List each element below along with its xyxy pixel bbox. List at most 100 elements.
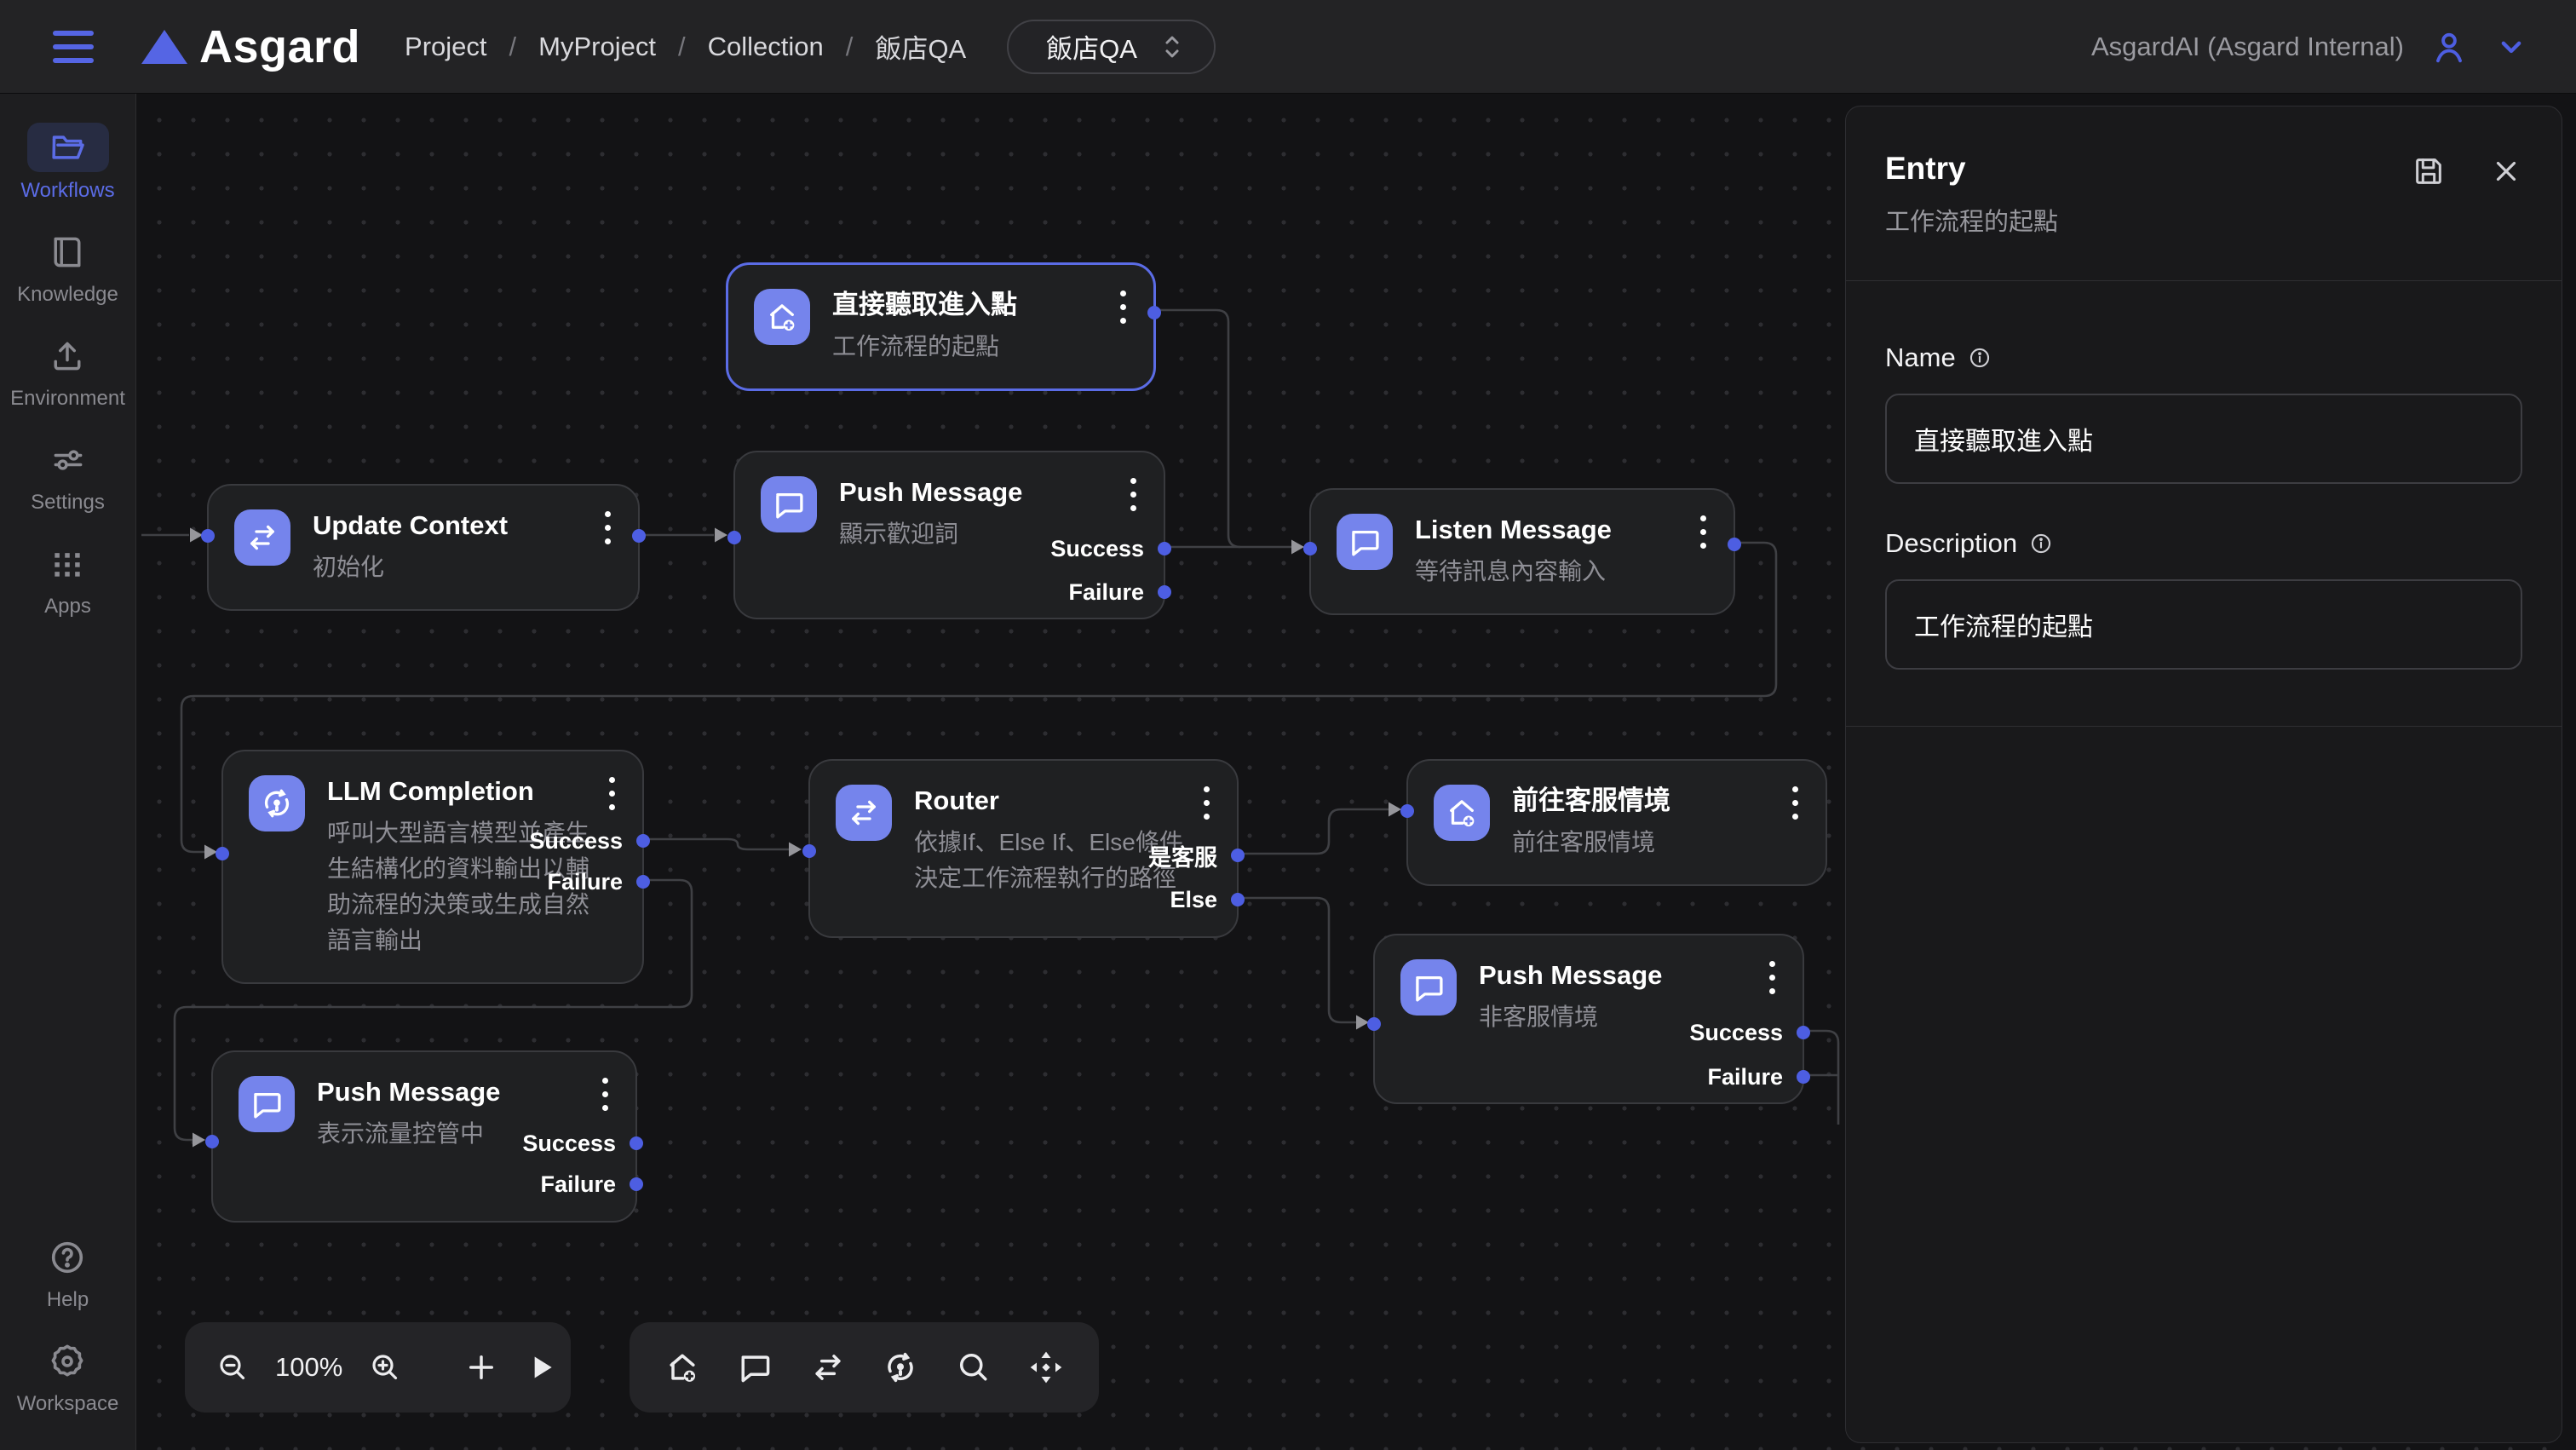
canvas-viewport: 直接聽取進入點 工作流程的起點 Update Context 初始化 [137,95,2576,1450]
node-router[interactable]: Router 依據If、Else If、Else條件決定工作流程執行的路徑 是客… [802,759,1245,938]
breadcrumb-myproject[interactable]: MyProject [538,31,656,61]
sidebar-item-apps[interactable]: Apps [44,540,91,619]
node-menu-kebab-icon[interactable] [1769,961,1775,994]
chevron-down-icon[interactable] [2494,30,2528,64]
output-port[interactable] [1158,542,1171,555]
account-label: AsgardAI (Asgard Internal) [2090,31,2404,61]
output-port[interactable] [1797,1026,1810,1039]
sidebar-item-workspace[interactable]: Workspace [17,1338,118,1416]
node-menu-kebab-icon[interactable] [1792,786,1798,820]
output-port[interactable] [1728,538,1741,551]
output-label: Failure [540,1171,616,1197]
breadcrumb-collection[interactable]: Collection [707,31,824,61]
output-port[interactable] [630,1136,643,1150]
node-title: 前往客服情境 [1512,785,1670,815]
panel-title: Entry [1885,151,1966,186]
node-menu-kebab-icon[interactable] [1700,515,1706,549]
node-menu-kebab-icon[interactable] [1130,478,1136,511]
close-icon[interactable] [2490,154,2522,188]
node-llm-completion[interactable]: LLM Completion 呼叫大型語言模型並產生生結構化的資料輸出以輔助流程… [216,750,650,984]
node-description: 呼叫大型語言模型並產生生結構化的資料輸出以輔助流程的決策或生成自然語言輸出 [327,819,590,953]
user-icon[interactable] [2429,27,2469,66]
input-port[interactable] [727,531,741,544]
chat-bubble-icon[interactable] [736,1349,773,1386]
input-port[interactable] [1303,542,1317,555]
swap-arrows-icon[interactable] [809,1349,847,1386]
name-field-group: Name [1885,342,2522,484]
sidebar-item-environment[interactable]: Environment [10,332,125,411]
name-label: Name [1885,342,2522,373]
output-port[interactable] [1231,893,1245,906]
output-row-failure[interactable]: Failure [1068,578,1171,606]
sidebar-item-label: Apps [44,595,91,618]
save-icon[interactable] [2412,154,2446,188]
move-icon[interactable] [1027,1349,1065,1386]
input-port[interactable] [1400,804,1414,818]
node-push-message-welcome[interactable]: Push Message 顯示歡迎詞 Success Failure [727,451,1171,619]
zoom-in-icon[interactable] [368,1350,402,1384]
node-menu-kebab-icon[interactable] [605,511,611,544]
output-port[interactable] [1147,306,1161,319]
node-update-context[interactable]: Update Context 初始化 [201,484,646,611]
panel-divider [1846,726,2562,727]
input-port[interactable] [201,529,215,543]
output-row-failure[interactable]: Failure [547,868,650,895]
node-menu-kebab-icon[interactable] [609,777,615,810]
output-row-else[interactable]: Else [1170,886,1245,913]
workflow-selector[interactable]: 飯店QA [1007,19,1216,74]
llm-bulb-refresh-icon[interactable] [882,1349,919,1386]
add-node-icon[interactable] [463,1349,499,1385]
breadcrumb-workflow[interactable]: 飯店QA [875,34,967,64]
sidebar-item-label: Knowledge [17,283,118,306]
output-port[interactable] [630,1177,643,1191]
node-entry[interactable]: 直接聽取進入點 工作流程的起點 [726,262,1161,391]
output-port[interactable] [1797,1070,1810,1084]
output-row-success[interactable]: Success [529,827,650,854]
output-port[interactable] [1158,585,1171,599]
node-goto-service[interactable]: 前往客服情境 前往客服情境 [1400,759,1827,886]
run-workflow-icon[interactable] [525,1350,559,1384]
output-port[interactable] [636,834,650,848]
node-push-message-ratelimit[interactable]: Push Message 表示流量控管中 Success Failure [205,1050,643,1223]
app-logo[interactable]: Asgard [141,20,360,73]
output-row-success[interactable]: Success [1050,535,1171,562]
node-listen-message[interactable]: Listen Message 等待訊息內容輸入 [1303,488,1741,615]
output-port[interactable] [1231,849,1245,862]
node-description: 顯示歡迎詞 [839,520,959,547]
swap-arrows-icon [836,785,892,841]
output-row-success[interactable]: Success [522,1130,643,1157]
input-port[interactable] [216,847,229,860]
input-port[interactable] [1367,1017,1381,1031]
entry-house-plus-icon[interactable] [664,1349,701,1386]
sidebar-item-knowledge[interactable]: Knowledge [17,228,118,307]
chat-bubble-icon [761,476,817,532]
sidebar-item-settings[interactable]: Settings [31,436,105,515]
output-label: 是客服 [1148,844,1217,871]
node-menu-kebab-icon[interactable] [1120,291,1126,324]
output-port[interactable] [636,875,650,889]
description-input[interactable] [1885,579,2522,670]
node-menu-kebab-icon[interactable] [602,1078,608,1111]
sidebar-item-help[interactable]: Help [47,1234,89,1312]
node-push-message-noservice[interactable]: Push Message 非客服情境 Success Failure [1367,934,1810,1104]
input-port[interactable] [205,1135,219,1148]
topbar: Asgard Project / MyProject / Collection … [0,0,2576,94]
output-row-failure[interactable]: Failure [540,1171,643,1198]
description-label: Description [1885,528,2522,559]
hamburger-menu-icon[interactable] [53,30,94,63]
node-description: 非客服情境 [1479,1003,1599,1030]
name-input[interactable] [1885,394,2522,484]
output-row-failure[interactable]: Failure [1707,1063,1810,1090]
output-port[interactable] [632,529,646,543]
zoom-out-icon[interactable] [216,1350,250,1384]
connection-wires [141,308,1840,1148]
sidebar-item-label: Settings [31,491,105,514]
input-port[interactable] [802,844,816,858]
output-row-success[interactable]: Success [1689,1019,1810,1046]
sidebar-item-workflows[interactable]: Workflows [20,123,115,203]
node-menu-kebab-icon[interactable] [1204,786,1210,820]
breadcrumb-project[interactable]: Project [405,31,487,61]
node-title: Router [914,785,999,815]
search-icon[interactable] [955,1349,992,1386]
output-row-service[interactable]: 是客服 [1148,842,1245,871]
